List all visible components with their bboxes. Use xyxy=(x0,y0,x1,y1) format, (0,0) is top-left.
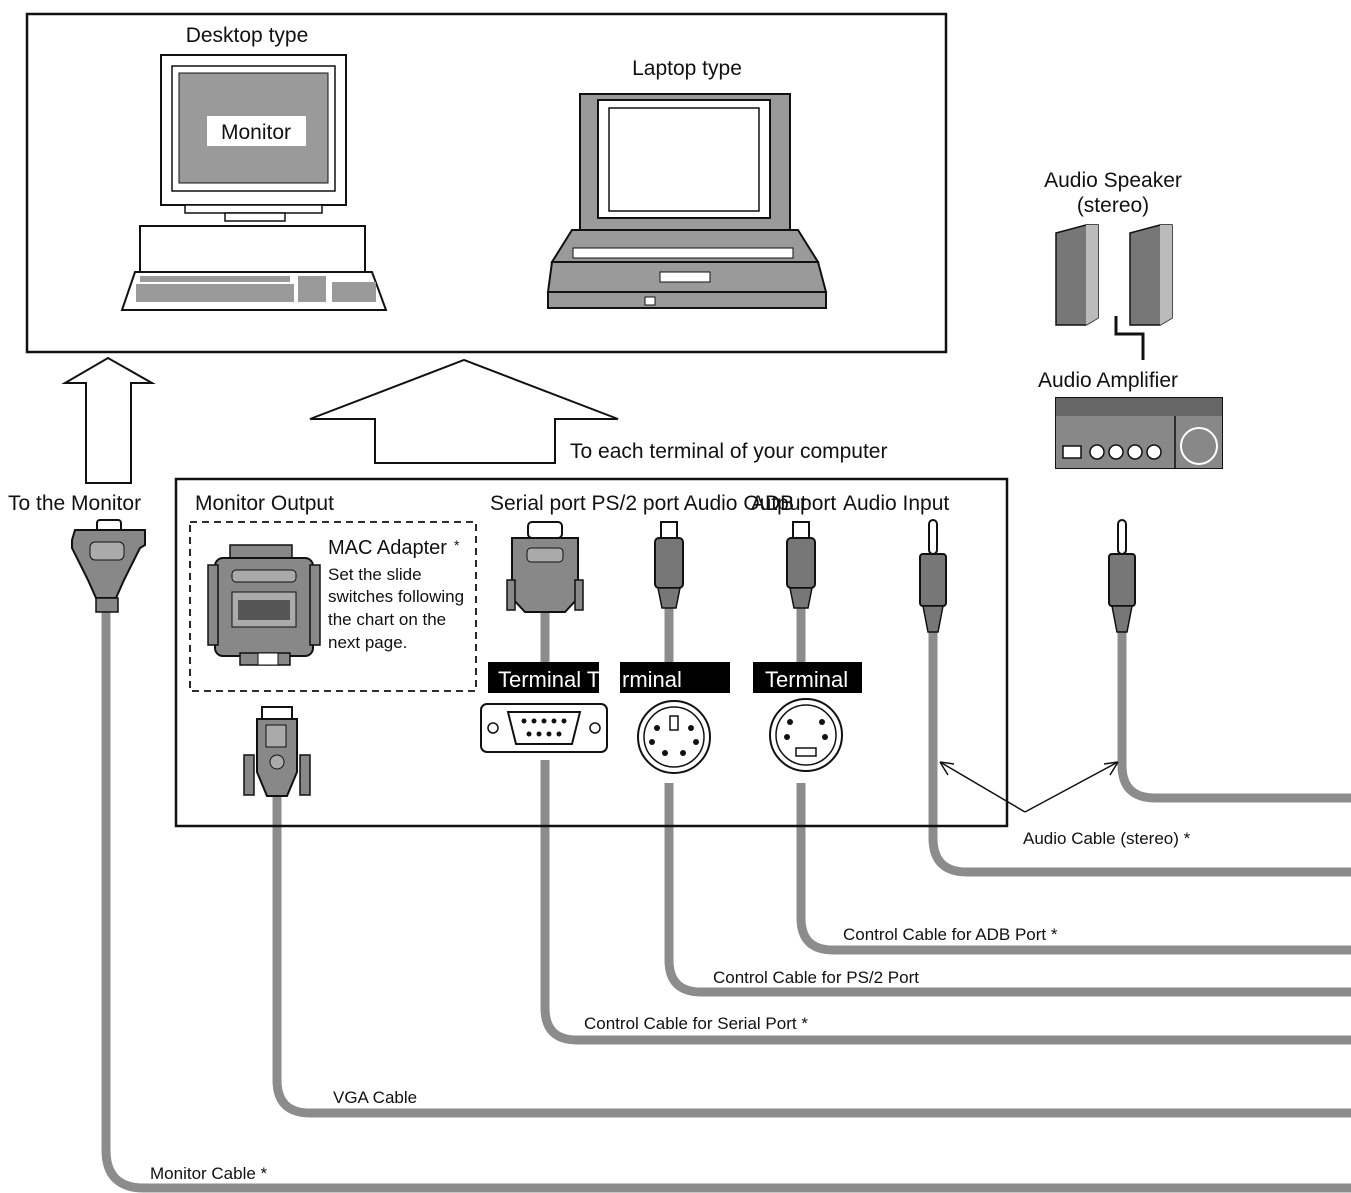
serial-cable-line xyxy=(540,760,1351,1045)
terminal-label-bg-1 xyxy=(488,662,599,693)
projector-terminal-panel xyxy=(174,477,1009,828)
mac-adapter-note-line: Set the slide xyxy=(328,565,422,584)
adb-terminal-socket xyxy=(769,698,843,772)
mac-adapter-title: MAC Adapter xyxy=(328,537,447,559)
serial-cable-label: Control Cable for Serial Port * xyxy=(584,1014,808,1033)
serial-plug xyxy=(506,521,584,613)
adb-plug xyxy=(786,521,816,609)
serial-terminal-label: Terminal T xyxy=(498,667,600,692)
ps2-terminal-label: rminal xyxy=(622,667,682,692)
to-monitor-label: To the Monitor xyxy=(8,492,141,515)
mac-adapter-note-line: switches following xyxy=(328,587,464,606)
audio-input-label: Audio Input xyxy=(843,492,949,515)
monitor-screen-label: Monitor xyxy=(221,121,291,144)
adb-cable-label: Control Cable for ADB Port * xyxy=(843,925,1058,944)
vga-plug xyxy=(243,706,311,797)
adb-port-label: ADB port xyxy=(751,492,836,515)
ps2-cable-label: Control Cable for PS/2 Port xyxy=(713,968,919,987)
to-monitor-arrow xyxy=(61,356,156,484)
laptop-type-label: Laptop type xyxy=(632,57,742,80)
vga-cable-line xyxy=(272,796,1351,1118)
mac-adapter-note-line: next page. xyxy=(328,633,407,652)
monitor-cable-label: Monitor Cable * xyxy=(150,1164,268,1183)
ps2-plug xyxy=(654,521,684,609)
desktop-type-label: Desktop type xyxy=(186,24,309,47)
audio-speaker-label: Audio Speaker xyxy=(1044,169,1182,192)
audio-cable-pointer xyxy=(939,761,1119,813)
terminal-label-bg-2 xyxy=(620,662,730,693)
monitor-cable-plug xyxy=(71,519,146,613)
adb-terminal-label: Terminal xyxy=(765,667,848,692)
desktop-computer xyxy=(120,54,388,311)
audio-cable-line-1 xyxy=(928,630,1351,877)
adb-cable-line xyxy=(796,783,1351,955)
monitor-output-label: Monitor Output xyxy=(195,492,334,515)
mac-adapter-device xyxy=(207,544,321,666)
audio-input-plug xyxy=(919,519,947,633)
port-labels-text: Serial port PS/2 port Audio Output xyxy=(490,492,807,515)
serial-terminal-socket xyxy=(480,703,608,753)
ps2-cable-line xyxy=(664,783,1351,997)
audio-amplifier-device xyxy=(1055,397,1223,469)
cables xyxy=(101,608,1351,1193)
audio-speaker-pair xyxy=(1055,224,1173,360)
audio-output-plug xyxy=(1108,519,1136,633)
mac-adapter-note-line: the chart on the xyxy=(328,610,446,629)
audio-speaker-stereo-label: (stereo) xyxy=(1077,194,1149,217)
terminal-label-bg-3 xyxy=(753,662,862,693)
to-terminal-label: To each terminal of your computer xyxy=(570,440,887,463)
audio-cable-line-2 xyxy=(1117,630,1351,803)
audio-amplifier-label: Audio Amplifier xyxy=(1038,369,1178,392)
monitor-cable-line xyxy=(101,612,1351,1193)
laptop-computer xyxy=(546,93,828,309)
vga-cable-label: VGA Cable xyxy=(333,1088,417,1107)
to-computer-arrow xyxy=(309,358,619,464)
ps2-terminal-socket xyxy=(637,700,711,774)
mac-adapter-asterisk: * xyxy=(454,537,460,553)
audio-cable-label: Audio Cable (stereo) * xyxy=(1023,829,1191,848)
